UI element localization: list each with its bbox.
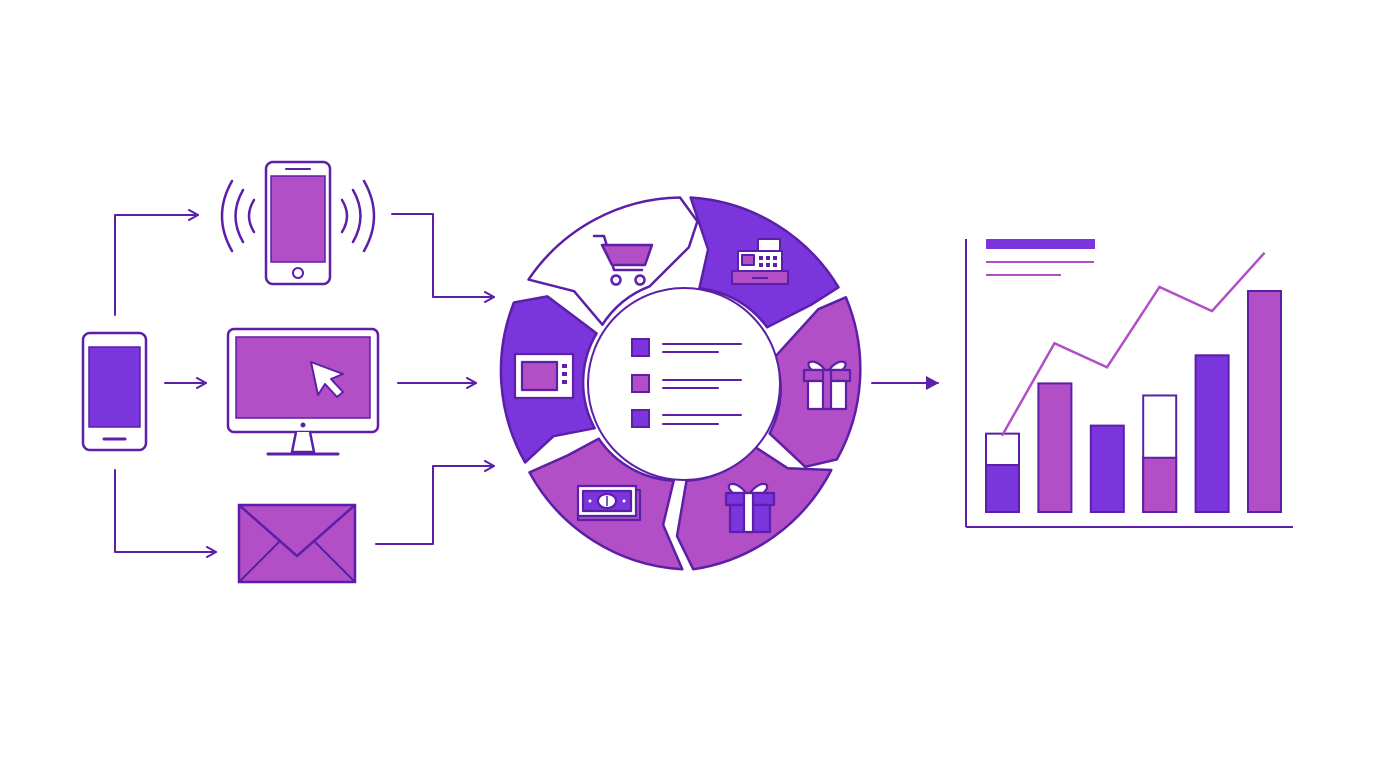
banknote-icon — [576, 484, 642, 522]
desktop-monitor-cursor-icon — [226, 327, 380, 456]
checklist-item-1 — [631, 338, 742, 357]
gift-box-icon — [724, 482, 776, 534]
arrow-phone-to-email — [114, 469, 217, 558]
cursor-arrow-icon — [310, 361, 344, 398]
checklist-item-2 — [631, 374, 742, 393]
chart-legend — [986, 239, 1095, 276]
channel-desktop-web — [226, 327, 380, 456]
envelope-icon — [237, 503, 357, 584]
arrow-phone-to-smartphone — [114, 209, 199, 316]
legend-bar-solid — [986, 239, 1095, 249]
chart-bar-5 — [1194, 354, 1230, 514]
vibration-waves-right — [340, 179, 376, 253]
cash-register-icon — [731, 238, 789, 285]
chart-trend-line — [1000, 251, 1266, 437]
results-chart — [965, 239, 1293, 528]
arrow-smartphone-to-cycle — [391, 213, 495, 303]
source-mobile-phone — [81, 331, 148, 452]
microwave-icon — [513, 352, 575, 400]
gift-icon — [802, 360, 852, 411]
chart-bar-fill-4 — [1142, 456, 1178, 513]
channel-smartphone-notification — [220, 160, 376, 286]
chart-bar-2 — [1037, 382, 1073, 513]
chart-bar-3 — [1089, 424, 1125, 514]
shopping-cart-icon — [592, 234, 654, 286]
chart-bar-6 — [1247, 290, 1282, 513]
connector-arrows — [114, 209, 939, 558]
checklist-icon — [631, 338, 742, 428]
vibration-waves-left — [220, 179, 256, 253]
checklist-item-3 — [631, 409, 742, 428]
arrow-email-to-cycle — [375, 460, 495, 545]
mobile-phone-icon — [88, 346, 141, 428]
channel-email — [237, 503, 357, 584]
smartphone-vibrating-icon — [264, 160, 332, 286]
chart-bar-fill-1 — [985, 463, 1020, 513]
